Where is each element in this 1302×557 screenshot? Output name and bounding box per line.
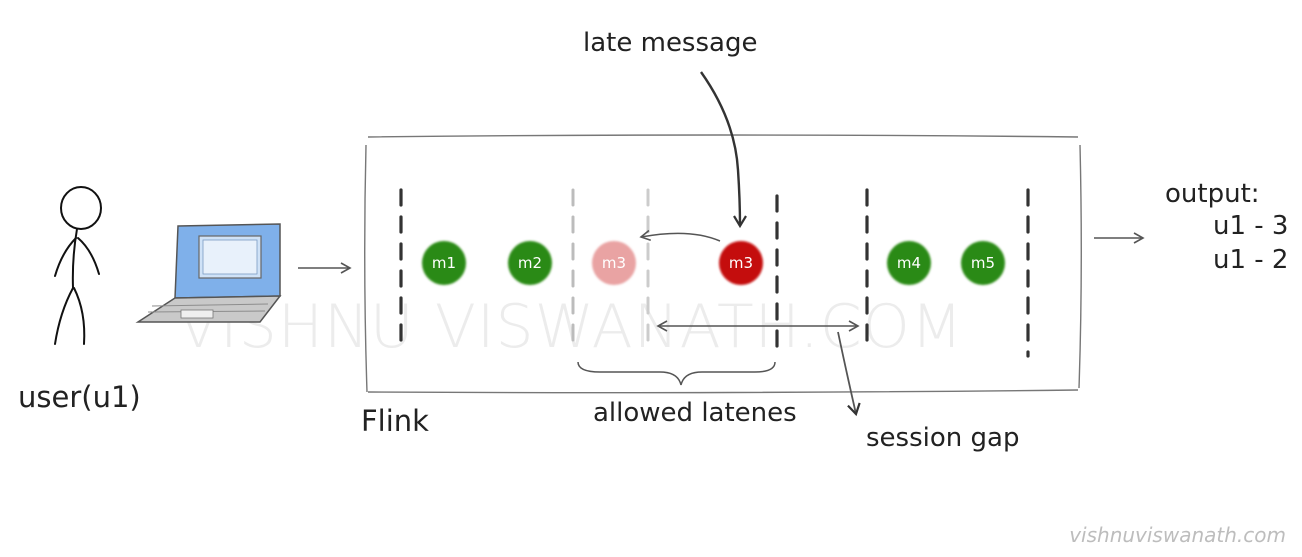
message-m2: m2 bbox=[508, 241, 552, 285]
message-m3-expected: m3 bbox=[592, 241, 636, 285]
message-m1: m1 bbox=[422, 241, 466, 285]
message-label: m4 bbox=[897, 254, 921, 272]
allowed-lateness-label: allowed latenes bbox=[593, 398, 797, 428]
flink-box bbox=[364, 134, 1082, 394]
message-label: m3 bbox=[602, 254, 626, 272]
message-m3-late: m3 bbox=[719, 241, 763, 285]
allowed-lateness-brace bbox=[577, 361, 776, 386]
output-line-2: u1 - 2 bbox=[1213, 245, 1289, 275]
message-label: m1 bbox=[432, 254, 456, 272]
laptop-icon bbox=[135, 223, 282, 323]
flink-label: Flink bbox=[361, 404, 429, 438]
message-label: m3 bbox=[729, 254, 753, 272]
late-message-label: late message bbox=[583, 28, 758, 58]
message-label: m2 bbox=[518, 254, 542, 272]
late-reassign-arrow bbox=[639, 229, 721, 242]
output-title: output: bbox=[1165, 179, 1260, 209]
session-gap-pointer-arrow bbox=[837, 331, 861, 417]
user-label: user(u1) bbox=[18, 380, 141, 414]
output-line-1: u1 - 3 bbox=[1213, 211, 1289, 241]
site-credit: vishnuviswanath.com bbox=[1069, 523, 1286, 547]
message-m5: m5 bbox=[961, 241, 1005, 285]
user-stick-figure-icon bbox=[54, 186, 102, 345]
late-message-arrow bbox=[700, 71, 747, 229]
message-m4: m4 bbox=[887, 241, 931, 285]
session-gap-label: session gap bbox=[866, 423, 1020, 453]
window-boundaries bbox=[399, 188, 1030, 358]
message-label: m5 bbox=[971, 254, 995, 272]
